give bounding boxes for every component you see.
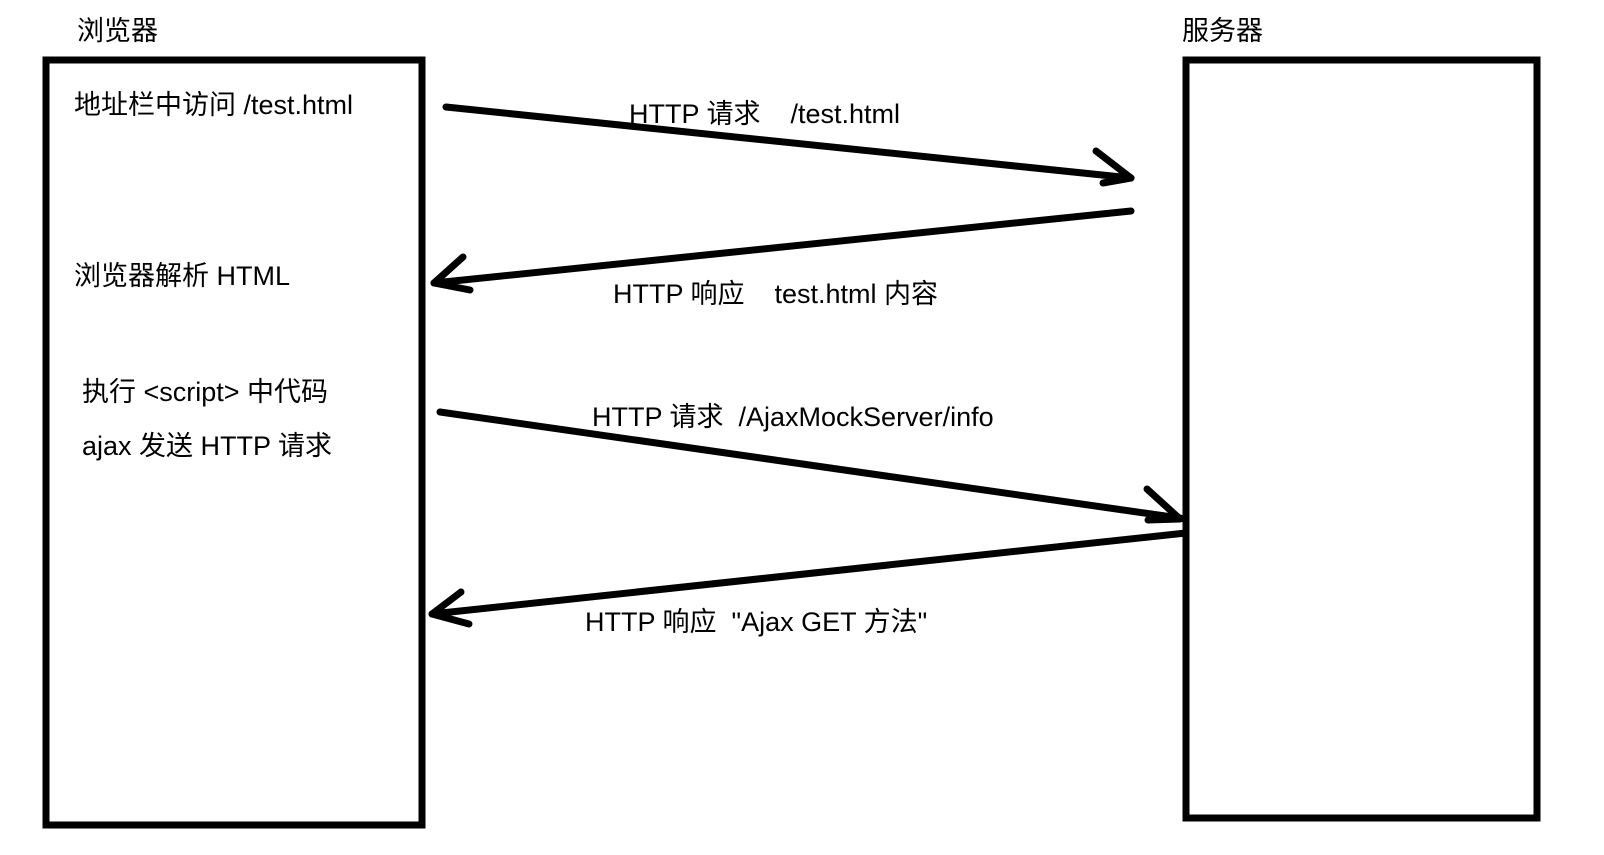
browser-step-address-bar: 地址栏中访问 /test.html [74, 90, 354, 120]
browser-step-parse-html: 浏览器解析 HTML [74, 261, 290, 291]
browser-step-run-script: 执行 <script> 中代码 [82, 377, 329, 407]
message-label-1: HTTP 请求 /test.html [629, 99, 901, 129]
message-arrow-2 [430, 207, 1135, 294]
message-arrow-1 [442, 103, 1135, 187]
browser-box [42, 56, 426, 829]
message-arrow-4 [428, 529, 1190, 628]
browser-lane-title: 浏览器 [77, 16, 158, 46]
server-box [1182, 56, 1541, 822]
server-lane-title: 服务器 [1182, 16, 1263, 46]
browser-step-ajax-send: ajax 发送 HTTP 请求 [82, 431, 333, 461]
message-label-2: HTTP 响应 test.html 内容 [613, 279, 939, 309]
message-arrow-3 [436, 408, 1190, 524]
message-label-4: HTTP 响应 "Ajax GET 方法" [585, 607, 928, 637]
message-label-3: HTTP 请求 /AjaxMockServer/info [592, 402, 994, 432]
